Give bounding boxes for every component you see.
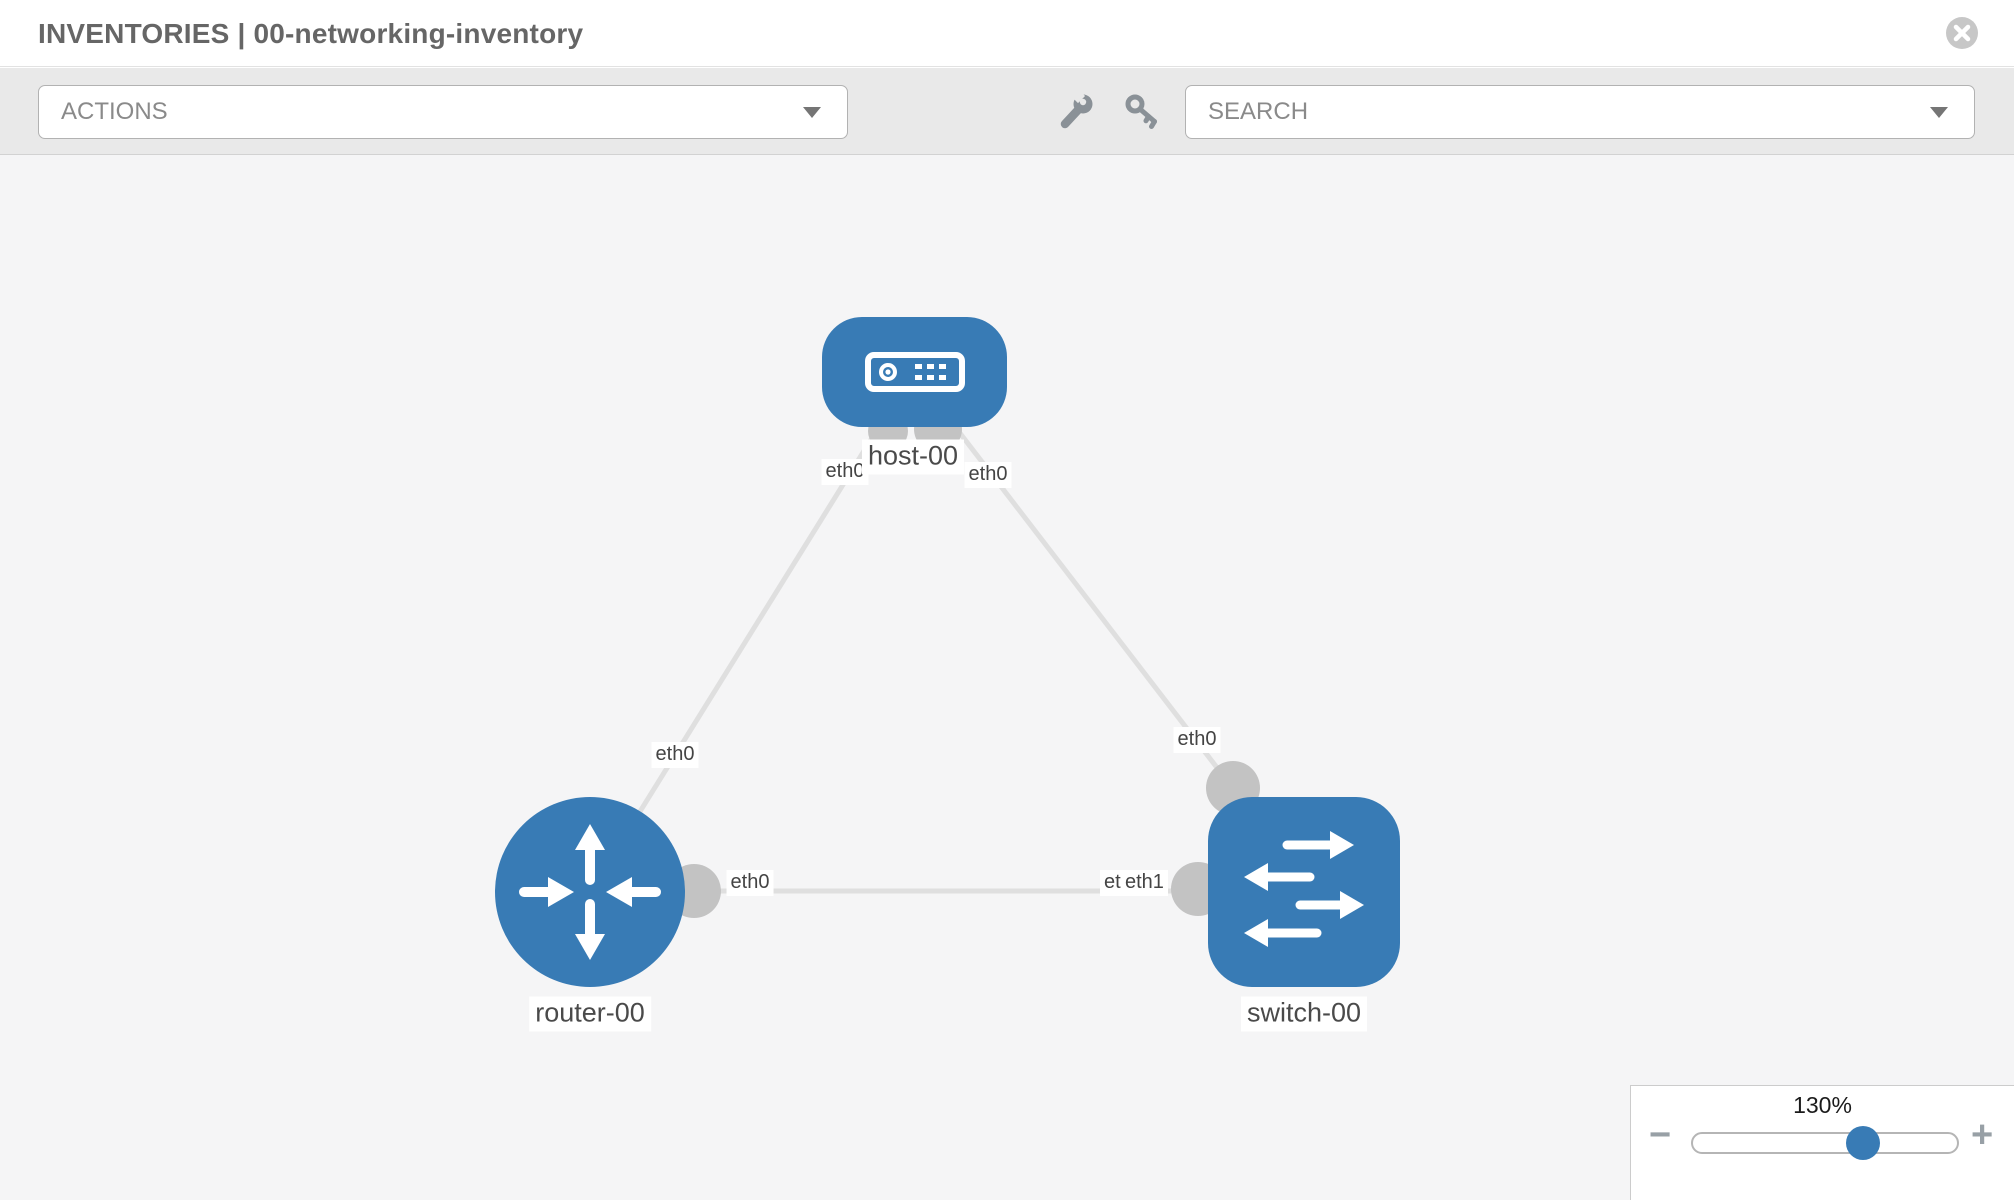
zoom-level-value: 130% [1793,1092,1852,1118]
toolbar: ACTIONS SEARCH [0,68,2014,155]
interface-endpoints [667,405,1260,918]
interface-label: eth0 [964,462,1012,488]
header: INVENTORIES | 00-networking-inventory [0,0,2014,67]
link-host-switch[interactable] [911,370,1240,797]
configure-button[interactable] [1057,92,1097,132]
router-icon [519,824,661,960]
zoom-in-button[interactable]: + [1971,1114,1994,1156]
chevron-down-icon [803,107,821,118]
zoom-panel: 130% − + [1630,1085,2014,1200]
credentials-button[interactable] [1122,92,1162,132]
node-label-switch: switch-00 [1240,996,1368,1032]
page-title: INVENTORIES | 00-networking-inventory [38,18,584,49]
interface-label: eth0 [651,742,699,768]
interface-label: eth0 [726,870,774,896]
actions-dropdown-label: ACTIONS [61,98,168,125]
chevron-down-icon [1930,107,1948,118]
close-button[interactable] [1942,13,1982,53]
search-dropdown[interactable]: SEARCH [1185,85,1975,139]
zoom-out-button[interactable]: − [1649,1114,1672,1156]
actions-dropdown[interactable]: ACTIONS [38,85,848,139]
node-router-00[interactable] [495,797,685,987]
host-icon [865,352,965,392]
wrench-icon [1060,92,1093,129]
interface-label: eth1 [1121,870,1168,896]
switch-icon [1244,831,1364,947]
key-icon [1125,94,1157,129]
node-host-00[interactable] [822,317,1007,427]
topology-canvas[interactable]: eth0 eth0 eth0 eth0 eth0 eth0 eth1 host-… [0,155,2014,1200]
node-switch-00[interactable] [1208,797,1400,987]
zoom-slider-thumb[interactable] [1846,1126,1880,1160]
node-label-router: router-00 [529,996,651,1032]
interface-label: eth0 [1173,727,1221,753]
link-host-router[interactable] [587,370,916,894]
zoom-slider-track[interactable] [1691,1132,1959,1154]
interface-label: eth0 [821,459,869,485]
node-label-host: host-00 [861,439,965,475]
search-dropdown-label: SEARCH [1208,98,1309,125]
